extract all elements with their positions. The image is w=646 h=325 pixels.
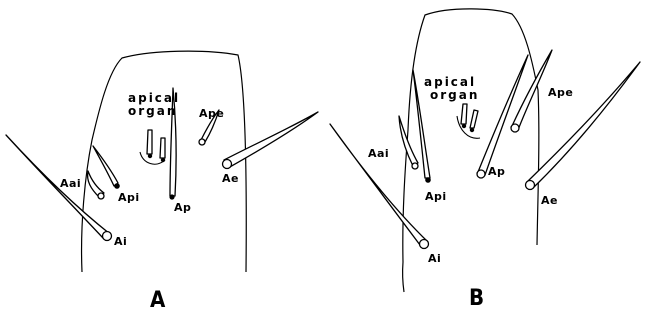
panel-b-label-ai: Ai <box>428 252 441 265</box>
panel-b-label-ape: Ape <box>548 86 573 99</box>
panel-a-letter: A <box>150 288 166 313</box>
panel-a: apical organ Ape Aai Api Ap Ae Ai A <box>6 51 318 313</box>
panel-a-label-ap: Ap <box>174 201 191 214</box>
panel-b-label-api: Api <box>425 190 447 203</box>
panel-b-segment-outline-lower <box>403 262 404 292</box>
panel-b-seta-ae <box>526 62 641 190</box>
panel-a-label-ape: Ape <box>199 107 224 120</box>
panel-a-label-ai: Ai <box>114 235 127 248</box>
panel-b-label-aai: Aai <box>368 147 389 160</box>
panel-a-seta-aai <box>88 171 104 199</box>
panel-a-apical-organ <box>140 130 165 164</box>
panel-b-label-ae: Ae <box>541 194 558 207</box>
panel-b: apical organ Ape Aai Api Ap Ae Ai B <box>330 9 640 311</box>
panel-b-letter: B <box>469 286 484 311</box>
panel-a-label-api: Api <box>118 191 140 204</box>
panel-b-label-ap: Ap <box>488 165 505 178</box>
panel-b-apical-organ <box>457 104 480 138</box>
panel-b-seta-ai <box>330 124 429 249</box>
panel-a-label-aai: Aai <box>60 177 81 190</box>
panel-a-apical-label-line2: organ <box>128 104 177 118</box>
panel-b-apical-label-line2: organ <box>430 88 479 102</box>
panel-a-label-ae: Ae <box>222 172 239 185</box>
panel-b-apical-label-line1: apical <box>424 75 476 89</box>
panel-a-apical-label-line1: apical <box>128 91 180 105</box>
panel-a-seta-ae <box>223 112 319 169</box>
panel-a-seta-api <box>93 146 120 189</box>
